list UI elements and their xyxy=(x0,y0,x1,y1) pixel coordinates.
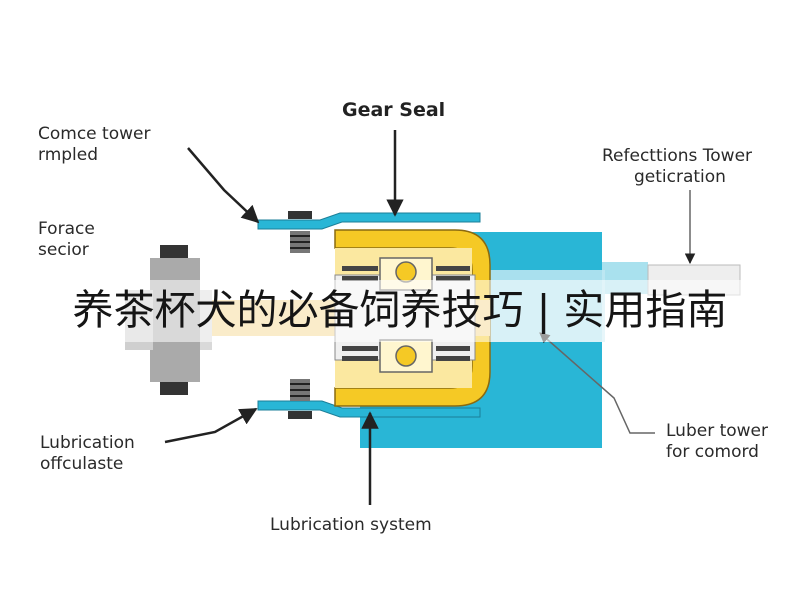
arrow-bot-right xyxy=(539,332,655,434)
diagram-title: Gear Seal xyxy=(342,99,446,121)
label-line: for comord xyxy=(666,442,759,462)
label-bot-right: Luber tower for comord xyxy=(666,421,768,463)
label-bottom: Lubrication system xyxy=(270,515,432,536)
arrow-bot-left xyxy=(164,407,258,444)
label-top-left: Comce tower rmpled xyxy=(38,124,150,166)
banner-overlay xyxy=(0,280,800,342)
fin-group xyxy=(342,266,470,361)
arrow-top-left xyxy=(187,147,260,224)
label-line: geticration xyxy=(634,167,726,187)
label-line: rmpled xyxy=(38,145,99,165)
bolt-top xyxy=(288,211,312,253)
top-plate xyxy=(257,212,481,230)
bottom-plate xyxy=(257,400,481,418)
label-top-right: Refecttions Tower geticration xyxy=(602,146,752,188)
label-line: Lubrication xyxy=(40,433,135,453)
label-bot-left: Lubrication offculaste xyxy=(40,433,135,475)
label-line: offculaste xyxy=(40,454,124,474)
bearing-top-ball xyxy=(395,261,417,283)
label-line: secior xyxy=(38,240,89,260)
label-mid-left: Forace secior xyxy=(38,219,95,261)
label-line: Lubrication system xyxy=(270,515,432,535)
banner-title: 养茶杯犬的必备饲养技巧 | 实用指南 xyxy=(72,286,728,334)
bolt-bottom xyxy=(288,379,312,419)
leader-lines-thin xyxy=(539,190,696,434)
label-line: Comce tower xyxy=(38,124,151,144)
label-line: Luber tower xyxy=(666,421,769,441)
label-line: Forace xyxy=(38,219,95,239)
leader-lines xyxy=(164,130,404,505)
label-line: Refecttions Tower xyxy=(602,146,753,166)
bearing-bottom-ball xyxy=(395,345,417,367)
